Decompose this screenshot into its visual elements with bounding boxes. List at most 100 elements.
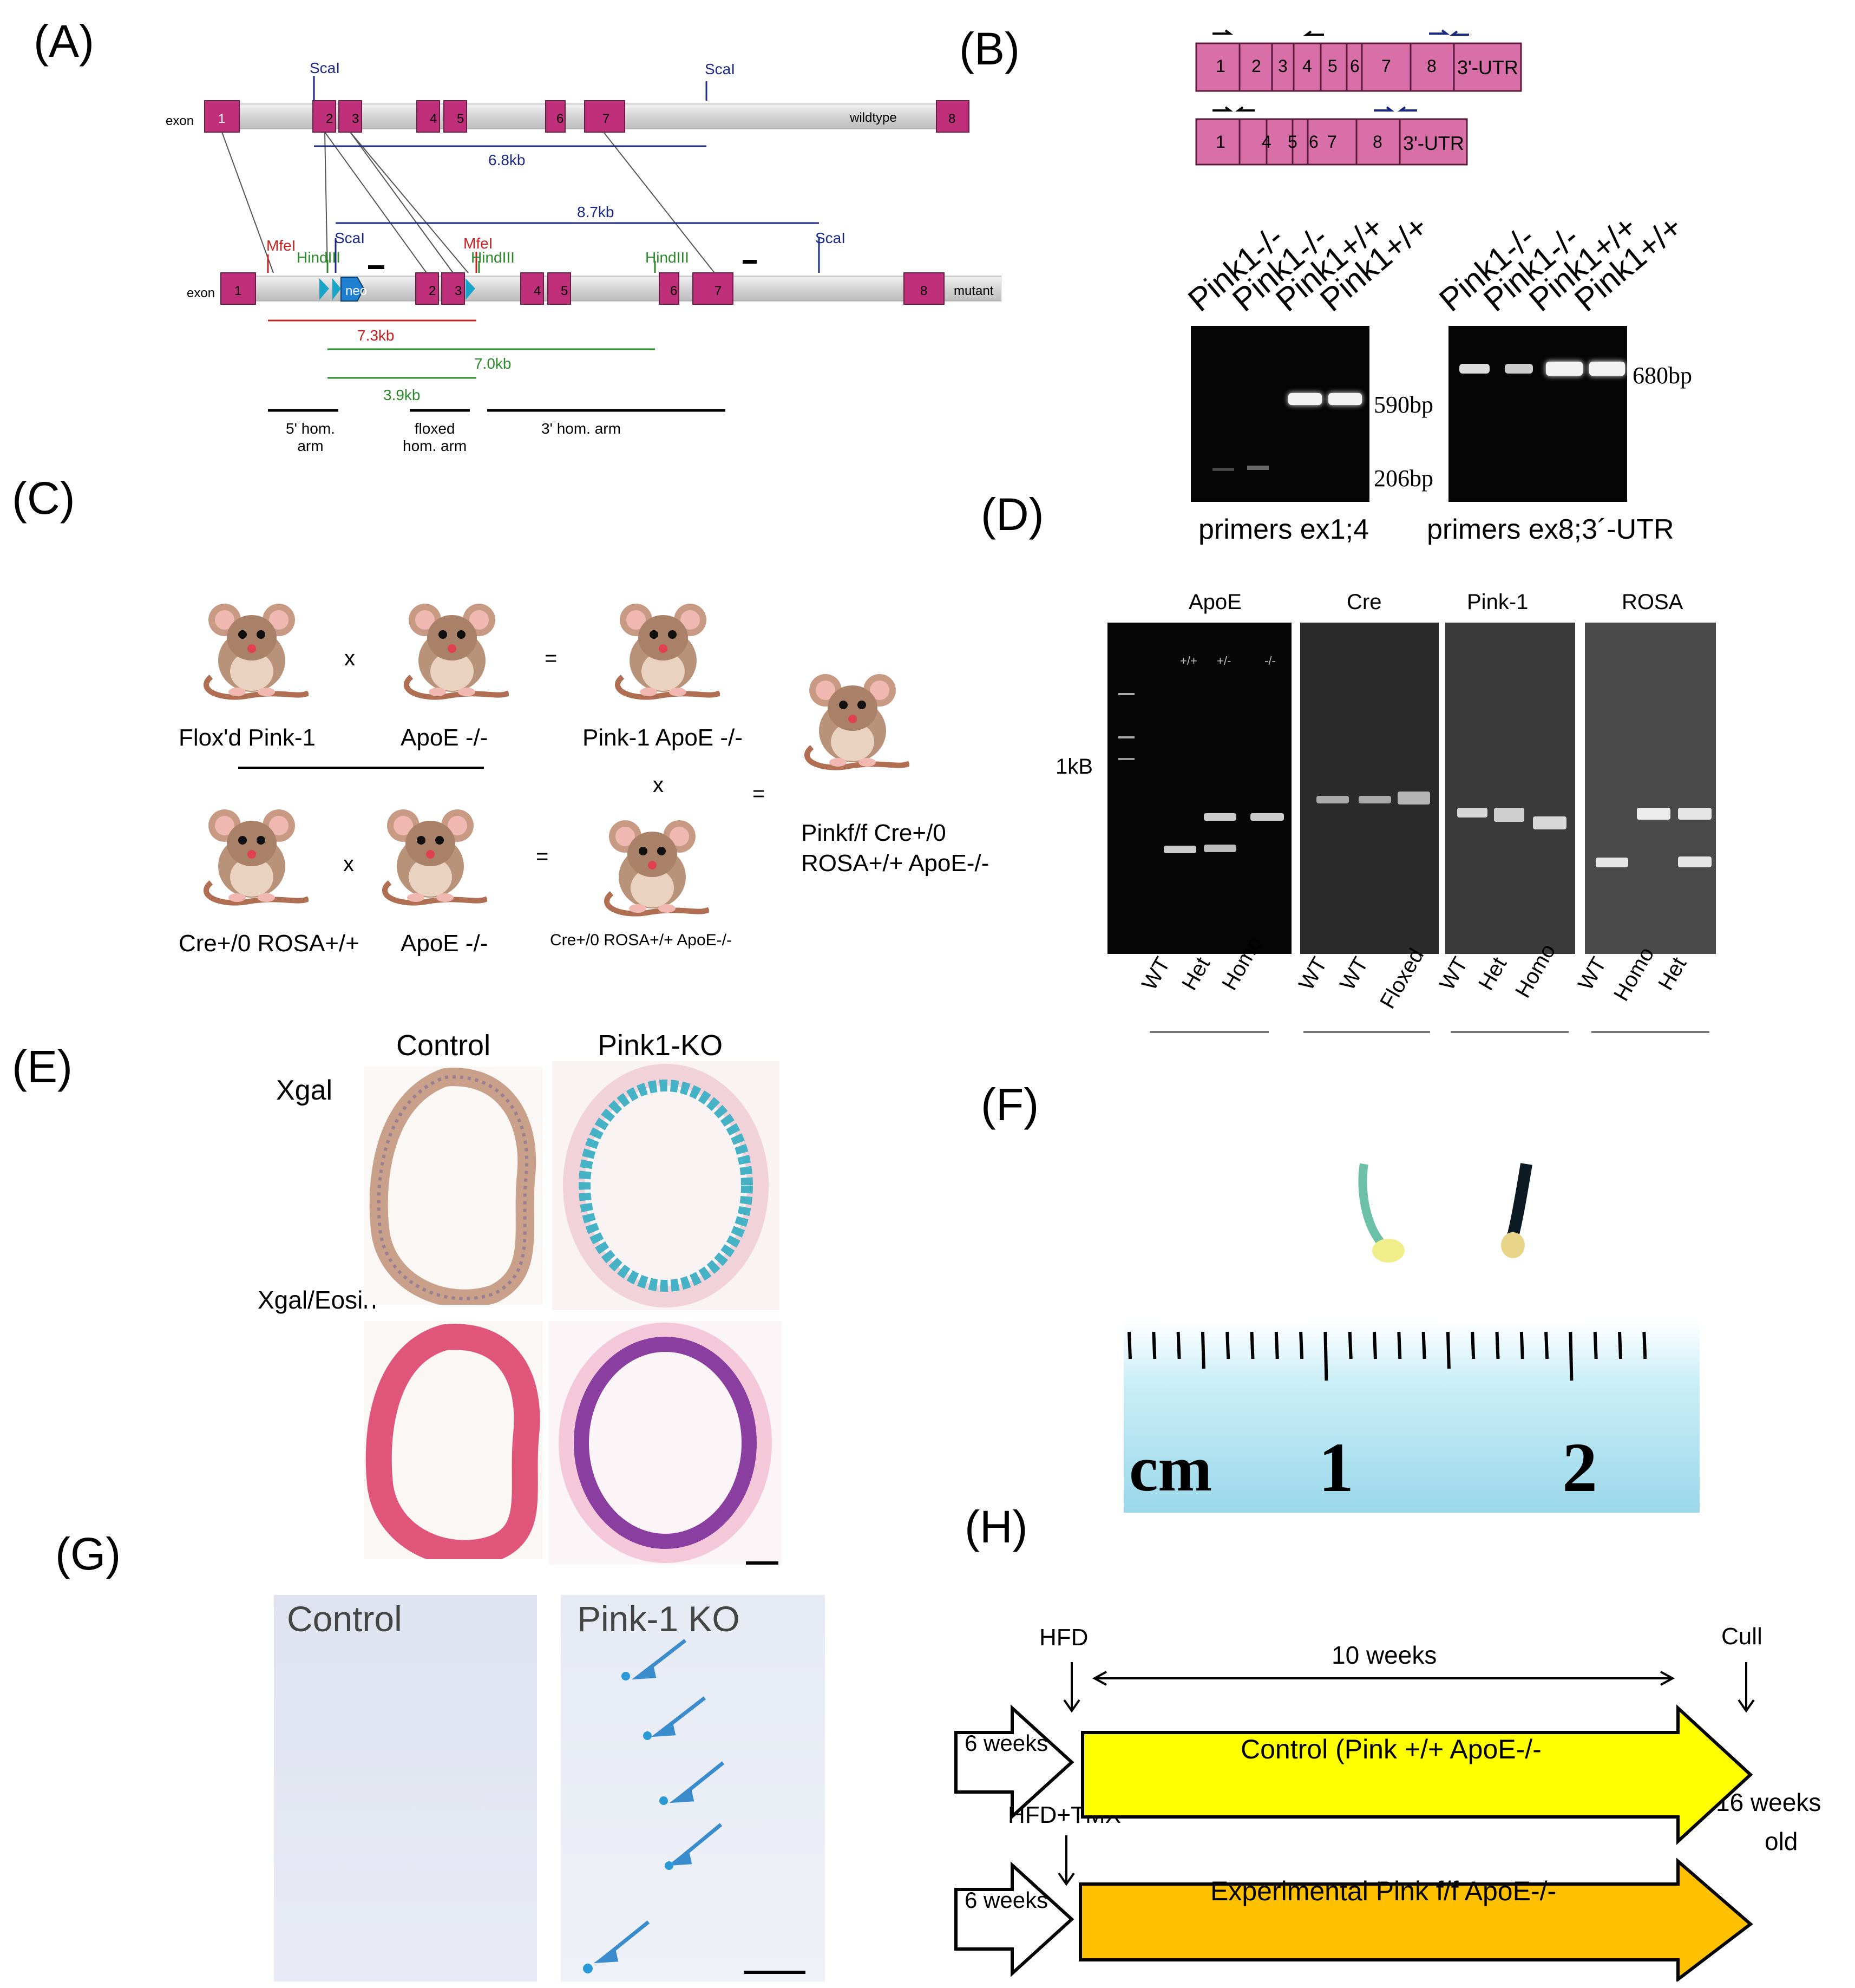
c-mouse-2 — [401, 596, 509, 709]
a-exon-label-wt: exon — [166, 114, 194, 128]
a-scal-wt-2: ScaI — [705, 61, 736, 77]
g-ko-label: Pink-1 KO — [577, 1599, 740, 1639]
d-pink-lane-2: Het — [1474, 953, 1512, 995]
a-arm-5: 5' hom. arm — [286, 420, 335, 454]
h-6weeks-2: 6 weeks — [965, 1887, 1048, 1913]
d-apoe-top-2: +/- — [1217, 654, 1231, 668]
d-apoe-top-3: -/- — [1264, 654, 1276, 668]
a-wt-exon-4: 4 — [430, 112, 437, 126]
panel-label-c: (C) — [12, 473, 75, 524]
panel-a-map — [204, 76, 1001, 412]
a-neo: neo — [345, 284, 368, 298]
b-row2-exon-6: 6 — [1309, 132, 1319, 152]
c-result-1: Pinkf/f Cre+/0 — [801, 820, 946, 846]
b-row1-exon-8: 8 — [1427, 56, 1437, 76]
a-mut-exon-8: 8 — [920, 284, 928, 298]
panel-label-d: (D) — [981, 489, 1044, 540]
a-hindiii-1: HindIII — [297, 249, 340, 266]
b-gel-1 — [1191, 326, 1369, 502]
b-row1-exon-7: 7 — [1381, 56, 1391, 76]
f-ruler-2: 2 — [1562, 1429, 1597, 1507]
ruler-tick — [1471, 1331, 1476, 1359]
a-length-6-8: 6.8kb — [488, 152, 526, 168]
ruler-tick — [1519, 1331, 1524, 1359]
ruler-tick — [1642, 1331, 1647, 1359]
h-timeline — [954, 1662, 1755, 1982]
b-row2-exon-1: 1 — [1216, 132, 1225, 152]
ruler-tick — [1152, 1331, 1157, 1359]
b-row2-exon-4: 4 — [1262, 132, 1271, 152]
b-row1-exon-6: 6 — [1350, 56, 1360, 76]
panel-label-b: (B) — [959, 23, 1020, 74]
c-mouse-4 — [801, 666, 909, 780]
b-primers-2: primers ex8;3´-UTR — [1427, 514, 1674, 545]
e-scale-bar — [746, 1561, 778, 1565]
d-underline-3 — [1451, 1031, 1569, 1033]
a-mfel-2: MfeI — [463, 235, 493, 252]
c-label-flox: Flox'd Pink-1 — [179, 724, 316, 751]
a-wt-exon-8: 8 — [948, 112, 956, 126]
e-image-ko-eosin — [549, 1321, 782, 1565]
d-underline-4 — [1591, 1031, 1709, 1033]
a-scal-mut-1: ScaI — [335, 230, 365, 246]
b-row1-utr: 3'-UTR — [1457, 56, 1518, 79]
panel-label-g: (G) — [55, 1528, 121, 1579]
e-image-control-eosin — [364, 1321, 542, 1559]
panel-label-h: (H) — [965, 1501, 1028, 1552]
b-row1-exon-4: 4 — [1302, 56, 1312, 76]
a-mut-exon-5: 5 — [561, 284, 568, 298]
h-cull: Cull — [1721, 1623, 1762, 1650]
b-row1-exon-3: 3 — [1278, 56, 1288, 76]
b-row2-exon-8: 8 — [1373, 132, 1382, 152]
ruler-tick — [1569, 1331, 1574, 1381]
a-length-3-9: 3.9kb — [383, 387, 421, 403]
b-size-680: 680bp — [1633, 362, 1692, 389]
c-label-cre-rosa: Cre+/0 ROSA+/+ — [179, 930, 359, 957]
a-mut-exon-2: 2 — [429, 284, 436, 298]
a-mutant-label: mutant — [954, 284, 994, 298]
a-mut-exon-7: 7 — [715, 284, 722, 298]
c-mouse-3 — [612, 596, 720, 709]
d-cre-lane-2: WT — [1335, 953, 1373, 995]
a-mut-exon-1: 1 — [234, 284, 242, 298]
e-ko: Pink1-KO — [598, 1029, 723, 1062]
ruler-tick — [1299, 1331, 1304, 1359]
d-gel-title-pink: Pink-1 — [1467, 590, 1529, 614]
a-wt-exon-5: 5 — [457, 112, 464, 126]
b-primers-1: primers ex1;4 — [1198, 514, 1369, 545]
c-mouse-6 — [379, 801, 487, 915]
ruler-tick — [1274, 1331, 1279, 1359]
a-arm-floxed: floxed hom. arm — [403, 420, 467, 454]
b-row1-exon-2: 2 — [1251, 56, 1261, 76]
e-image-control-xgal — [364, 1067, 542, 1305]
b-row2-exon-7: 7 — [1327, 132, 1337, 152]
d-gel-pink — [1445, 623, 1575, 954]
d-rosa-lane-3: Het — [1654, 953, 1692, 995]
b-row2-exon-5: 5 — [1288, 132, 1297, 152]
a-wt-exon-1: 1 — [218, 112, 226, 126]
a-wt-exon-3: 3 — [352, 112, 359, 126]
d-rosa-lane-1: WT — [1574, 953, 1611, 995]
d-gel-rosa — [1585, 623, 1716, 954]
b-size-206: 206bp — [1374, 465, 1433, 492]
e-image-ko-xgal — [552, 1061, 779, 1310]
c-divider-line — [238, 767, 484, 769]
a-wt-exon-2: 2 — [326, 112, 333, 126]
d-gel-title-rosa: ROSA — [1622, 590, 1683, 614]
a-wt-exon-6: 6 — [556, 112, 564, 126]
ruler-tick — [1618, 1331, 1622, 1359]
ruler-tick — [1128, 1331, 1132, 1359]
d-gel-title-apoe: ApoE — [1189, 590, 1242, 614]
ruler-tick — [1495, 1331, 1500, 1359]
d-underline-1 — [1150, 1031, 1269, 1033]
ruler-tick — [1593, 1331, 1598, 1359]
ruler-tick — [1225, 1331, 1230, 1359]
ruler-tick — [1201, 1331, 1205, 1369]
b-size-590: 590bp — [1374, 391, 1433, 418]
e-xgal-eosin: Xgal/Eosin — [258, 1286, 377, 1314]
c-mouse-5 — [200, 801, 309, 915]
ruler-tick — [1176, 1331, 1181, 1359]
d-apoe-lane-1: WT — [1137, 953, 1175, 995]
g-image-control — [274, 1595, 537, 1982]
panel-b-exon-maps — [1195, 29, 1522, 166]
